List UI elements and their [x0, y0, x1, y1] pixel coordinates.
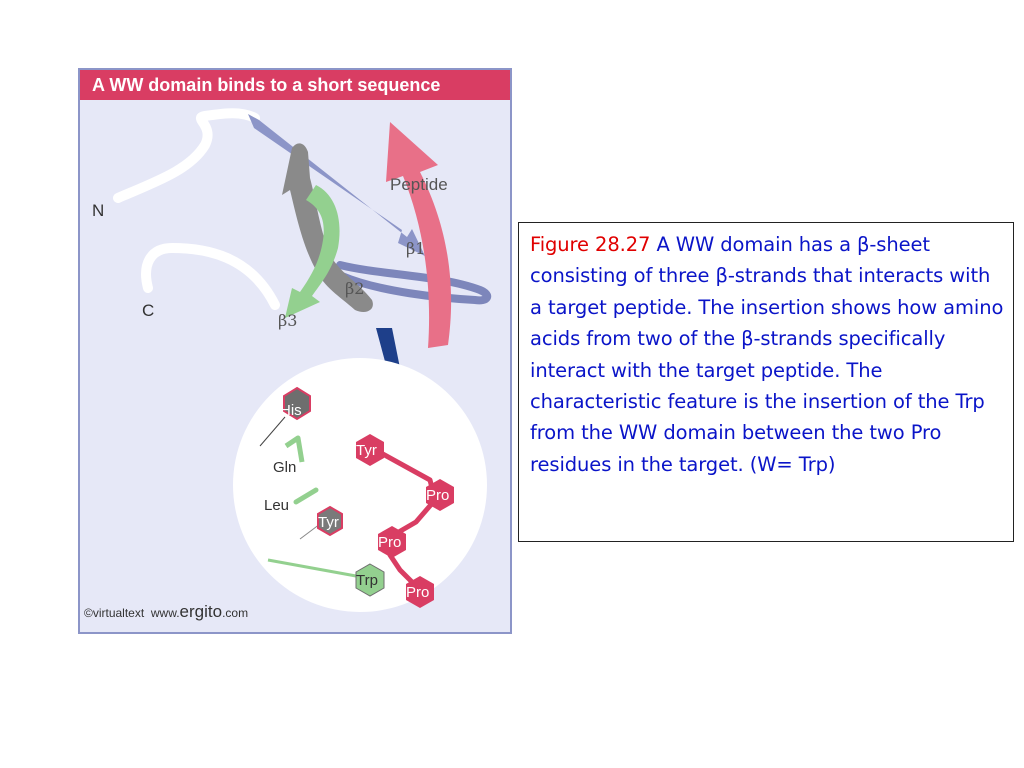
figure-caption: Figure 28.27 A WW domain has a β-sheet c… [518, 222, 1014, 542]
credit-www: www. [150, 606, 180, 620]
pro-3-label: Pro [406, 584, 429, 601]
beta3-strand [285, 185, 340, 318]
beta2-strand [282, 143, 373, 312]
beta1-turn [336, 261, 492, 305]
tyr-peptide-label: Tyr [356, 442, 377, 459]
pro-1-label: Pro [426, 487, 449, 504]
c-terminus-label: C [142, 301, 154, 320]
peptide-label: Peptide [390, 175, 448, 194]
figure-title: A WW domain binds to a short sequence [80, 70, 510, 100]
pro-2-residue [378, 526, 406, 558]
tyr-domain-residue [317, 505, 343, 537]
his-residue [283, 386, 311, 421]
trp-side-chain [267, 558, 357, 578]
inset-circle [233, 358, 487, 612]
pro-2-label: Pro [378, 534, 401, 551]
beta2-label: β2 [345, 279, 364, 298]
trp-residue [355, 563, 385, 597]
n-terminal-coil [113, 108, 260, 203]
pro-1-residue [426, 479, 454, 511]
tyr-domain-pointer [299, 523, 321, 540]
figure-number: Figure 28.27 [530, 233, 651, 256]
trp-label: Trp [356, 572, 378, 589]
credit-brand: ergito [179, 602, 223, 621]
tyr-domain-label: Tyr [318, 514, 339, 531]
beta3-label: β3 [278, 311, 297, 330]
copyright-text: ©virtualtext [84, 606, 145, 620]
pro-3-residue [406, 576, 434, 608]
ww-domain-figure: N C Peptide β1 β2 β3 His Gln Leu Tyr Trp… [78, 68, 512, 634]
his-pointer [259, 416, 286, 447]
gln-label: Gln [273, 459, 296, 476]
c-terminal-coil [141, 242, 280, 310]
credit-tld: .com [222, 606, 249, 620]
leu-label: Leu [264, 497, 289, 514]
peptide-arrow [386, 122, 452, 348]
his-label: His [280, 402, 302, 419]
gln-side-chain [284, 435, 305, 463]
caption-text: A WW domain has a β-sheet consisting of … [530, 233, 1004, 476]
leu-side-chain [293, 487, 319, 505]
ww-domain-diagram: N C Peptide β1 β2 β3 His Gln Leu Tyr Trp… [92, 108, 492, 612]
n-terminus-label: N [92, 201, 104, 220]
credit-line: ©virtualtext www.ergito.com [84, 602, 248, 622]
tyr-peptide-residue [356, 434, 384, 466]
beta1-label: β1 [406, 239, 425, 258]
